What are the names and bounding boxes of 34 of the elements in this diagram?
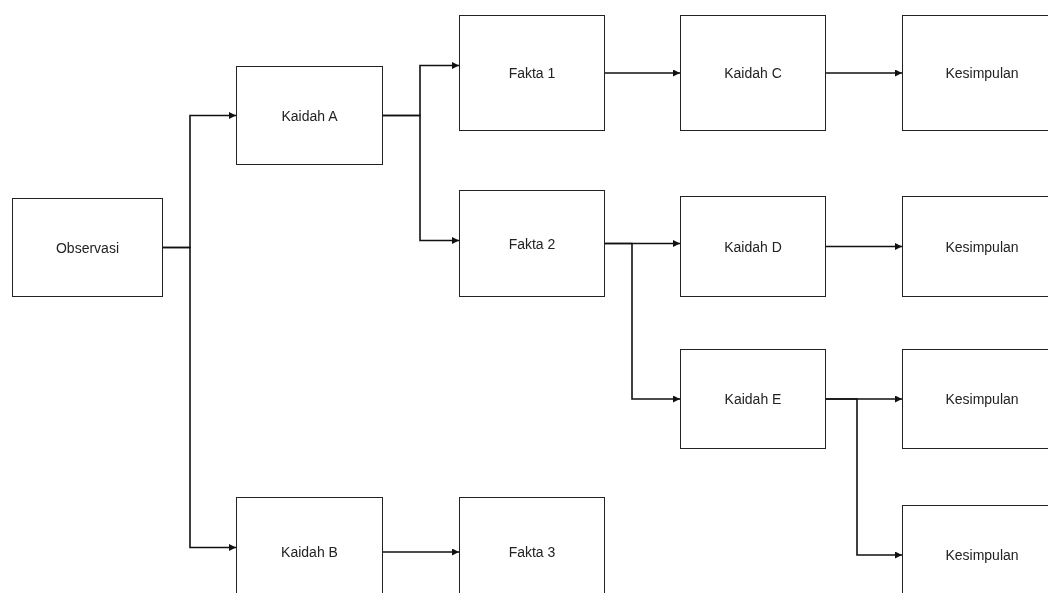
arrow [825,243,903,250]
process-box [12,198,163,297]
box-label: Kesimpulan [945,391,1019,407]
process-box [902,15,1048,131]
box-label: Kaidah C [724,65,782,81]
box-label: Kaidah D [724,238,782,255]
process-box [236,497,383,593]
box-label: Observasi [56,239,119,256]
box-label: Kesimpulan [945,238,1019,255]
process-box [680,196,826,297]
process-box [902,505,1048,593]
box-label: Kaidah E [724,391,782,407]
process-box [680,15,826,131]
arrow [162,246,237,551]
arrow [825,69,903,77]
process-box [459,497,605,593]
box-label: Fakta 3 [508,544,556,560]
box-label: Fakta 1 [508,65,556,81]
arrow [604,69,681,77]
box-label: Kesimpulan [945,547,1019,563]
box-label: Kesimpulan [945,65,1019,81]
process-box [902,196,1048,297]
arrow [382,548,460,556]
arrow [382,114,460,244]
process-box [459,190,605,297]
box-label: Kaidah B [281,544,338,560]
process-box [680,349,826,449]
box-label: Fakta 2 [508,235,556,252]
arrow [604,242,681,403]
arrow [825,398,903,559]
process-box [236,66,383,165]
box-label: Kaidah A [281,107,338,124]
process-box [902,349,1048,449]
process-box [459,15,605,131]
